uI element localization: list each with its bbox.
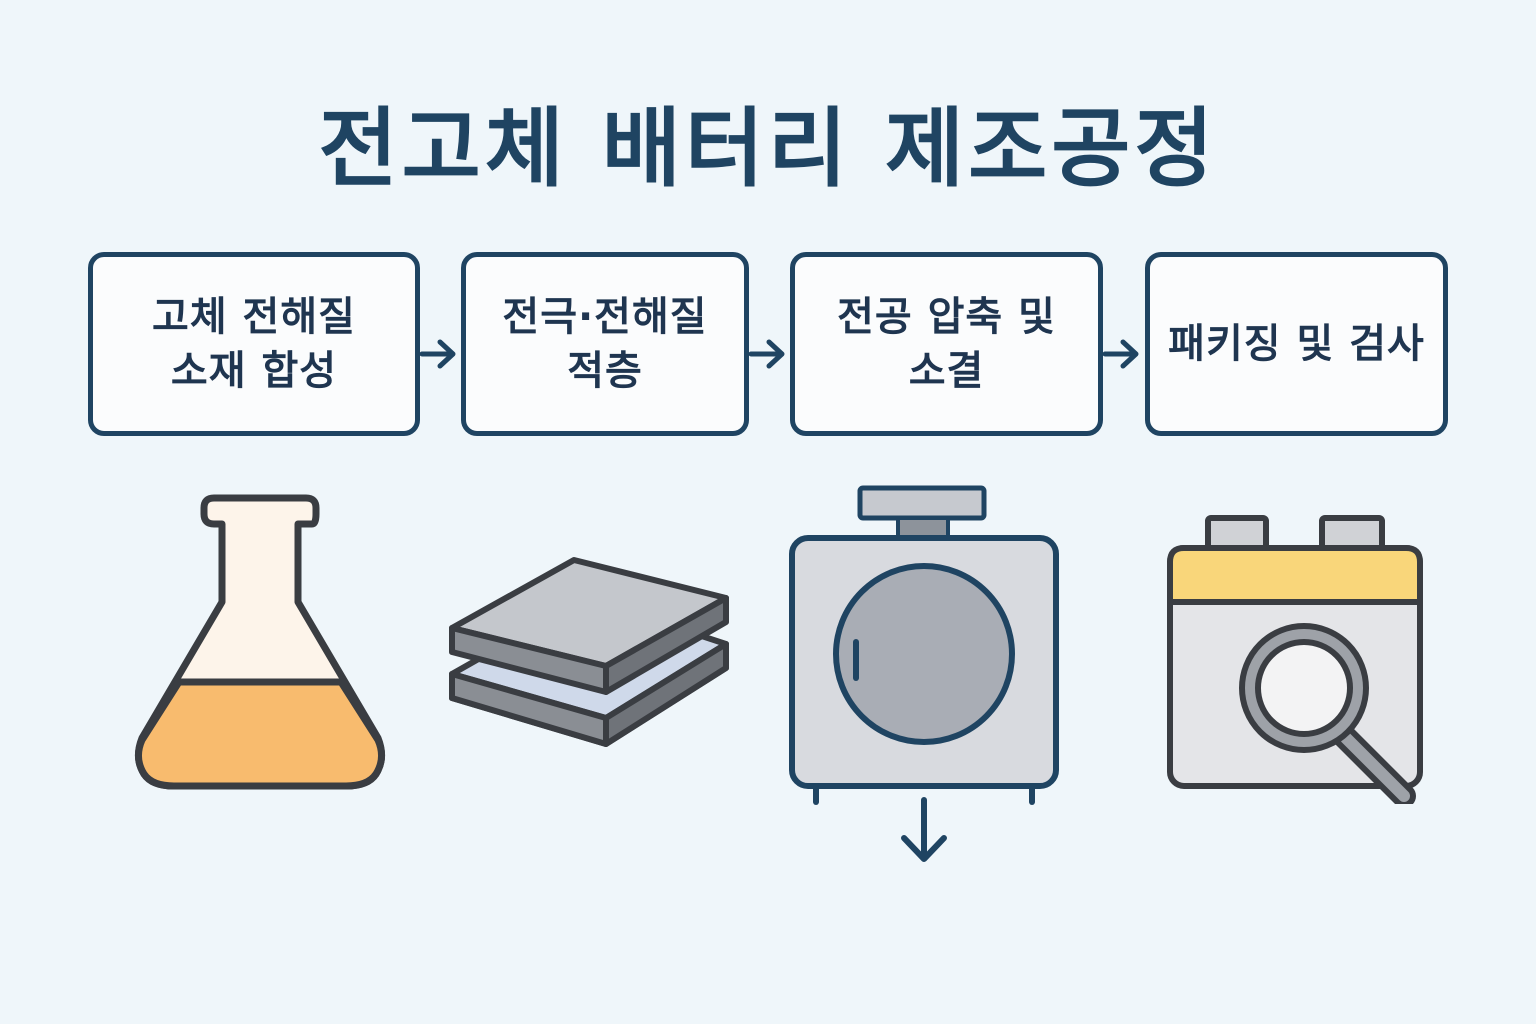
stacked-layers-icon — [449, 557, 729, 747]
page-title: 전고체 배터리 제조공정 — [318, 99, 1218, 199]
flask-icon — [135, 494, 385, 790]
step-label: 전공 압축 및 소결 — [837, 294, 1056, 394]
step-box-material-synthesis: 고체 전해질 소재 합성 — [88, 252, 420, 436]
step-box-packaging-inspection: 패키징 및 검사 — [1145, 252, 1448, 436]
flow-arrow-icon — [749, 339, 785, 369]
flow-arrow-icon — [420, 339, 456, 369]
step-label: 고체 전해질 소재 합성 — [152, 294, 356, 394]
step-box-lamination: 전극·전해질 적층 — [461, 252, 749, 436]
press-machine-icon — [789, 485, 1059, 862]
battery-inspection-icon — [1167, 515, 1423, 804]
step-label: 패키징 및 검사 — [1168, 321, 1425, 367]
step-label: 전극·전해질 적층 — [502, 294, 708, 394]
step-box-compression-sintering: 전공 압축 및 소결 — [790, 252, 1103, 436]
flow-arrow-icon — [1103, 339, 1139, 369]
